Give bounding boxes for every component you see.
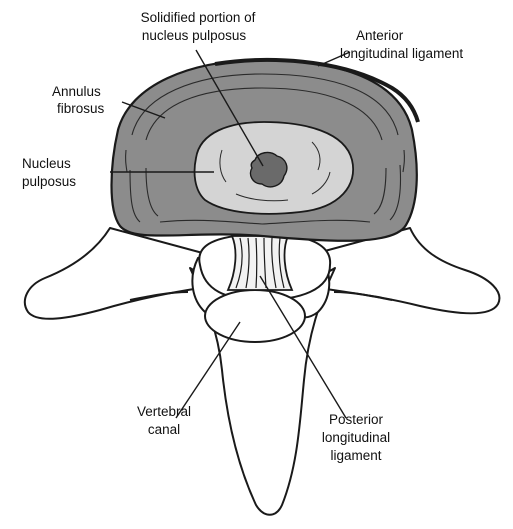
solidified-nucleus-shape (250, 153, 286, 187)
label-anterior-line1: Anterior (356, 28, 404, 43)
intervertebral-disc (112, 60, 419, 241)
label-annulus-line1: Annulus (52, 84, 101, 99)
label-posterior-line2: longitudinal (322, 430, 390, 445)
label-nucleus-line2: pulposus (22, 174, 76, 189)
label-solidified-line2: nucleus pulposus (142, 28, 247, 43)
left-transverse-process (25, 228, 210, 319)
label-anterior-line2: longitudinal ligament (340, 46, 463, 61)
label-posterior-line1: Posterior (329, 412, 384, 427)
label-vertebral-line1: Vertebral (137, 404, 191, 419)
label-solidified-line1: Solidified portion of (141, 10, 256, 25)
label-annulus-line2: fibrosus (57, 101, 105, 116)
label-vertebral-line2: canal (148, 422, 180, 437)
label-nucleus-line1: Nucleus (22, 156, 71, 171)
posterior-longitudinal-ligament-shape (228, 236, 292, 290)
label-posterior-line3: ligament (330, 448, 381, 463)
